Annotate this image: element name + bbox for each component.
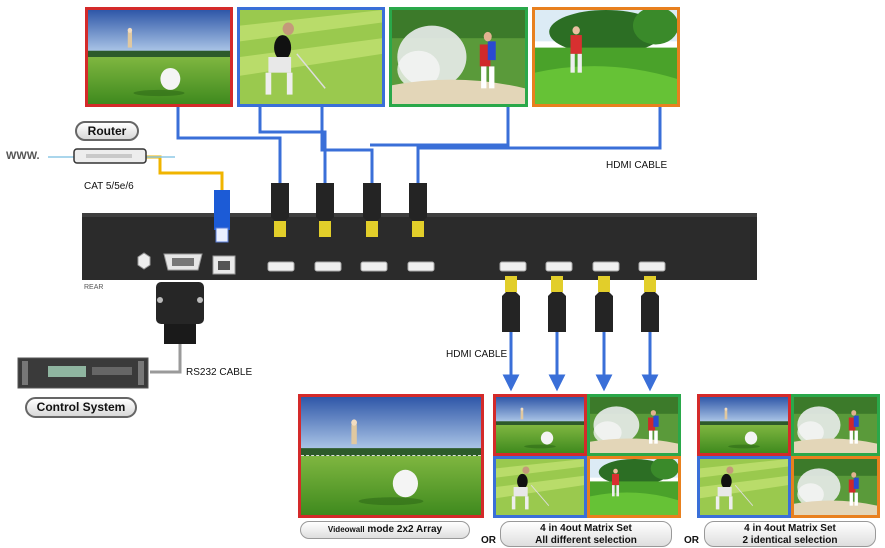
matrix2-image-4 <box>794 459 877 515</box>
matrix2-caption-line2: 2 identical selection <box>742 535 838 546</box>
arrow-down-icon <box>502 332 659 392</box>
matrix1-image-3 <box>496 459 584 515</box>
matrix2-screen-2 <box>791 394 880 456</box>
rj45-plug-icon <box>214 190 230 243</box>
rear-label: REAR <box>84 284 104 291</box>
matrix2-screen-3 <box>697 456 791 518</box>
matrix1-screen-4 <box>587 456 681 518</box>
matrix1-caption-line2: All different selection <box>535 535 637 546</box>
hdmi-cable-bottom-label: HDMI CABLE <box>446 349 508 360</box>
matrix1-caption: 4 in 4out Matrix Set All different selec… <box>500 521 672 547</box>
router-label: Router <box>75 121 139 141</box>
control-system-label: Control System <box>25 397 137 418</box>
hdmi-input-ports <box>267 261 435 272</box>
matrix1-image-1 <box>496 397 584 453</box>
hdmi-cable-top-label: HDMI CABLE <box>606 160 668 171</box>
router-icon <box>73 148 147 164</box>
lan-cable <box>145 155 224 190</box>
videowall-image <box>301 397 481 515</box>
hdmi-output-ports <box>499 261 666 272</box>
www-label: WWW. <box>6 150 40 162</box>
hdmi-output-plugs <box>502 276 659 332</box>
cat-cable-label: CAT 5/5e/6 <box>84 181 134 192</box>
matrix2-image-1 <box>700 397 788 453</box>
hdmi-input-cables <box>176 107 662 185</box>
matrix1-screen-1 <box>493 394 587 456</box>
matrix2-image-3 <box>700 459 788 515</box>
videowall-split-line <box>301 455 481 456</box>
source-screen-4 <box>532 7 680 107</box>
videowall-display <box>298 394 484 518</box>
videowall-caption-text: mode 2x2 Array <box>364 524 443 535</box>
matrix1-screen-3 <box>493 456 587 518</box>
rs232-cable-label: RS232 CABLE <box>186 367 253 378</box>
matrix2-caption: 4 in 4out Matrix Set 2 identical selecti… <box>704 521 876 547</box>
rs232-cable <box>150 344 182 374</box>
source-screen-3 <box>389 7 528 107</box>
matrix2-screen-1 <box>697 394 791 456</box>
videowall-caption-prefix: Videowall <box>327 525 365 534</box>
or-label-1: OR <box>481 535 496 546</box>
matrix2-image-2 <box>794 397 877 453</box>
matrix1-caption-line1: 4 in 4out Matrix Set <box>540 523 632 534</box>
or-label-2: OR <box>684 535 699 546</box>
matrix1-image-4 <box>590 459 678 515</box>
matrix2-caption-line1: 4 in 4out Matrix Set <box>744 523 836 534</box>
db9-port-icon <box>163 253 203 271</box>
source-screen-2 <box>237 7 385 107</box>
videowall-caption: Videowall mode 2x2 Array <box>300 521 470 539</box>
matrix1-screen-2 <box>587 394 681 456</box>
matrix2-screen-4 <box>791 456 880 518</box>
power-socket-icon <box>137 252 151 270</box>
source-screen-1 <box>85 7 233 107</box>
db9-connector-icon <box>156 282 204 344</box>
matrix1-image-2 <box>590 397 678 453</box>
control-unit-icon <box>17 357 149 389</box>
